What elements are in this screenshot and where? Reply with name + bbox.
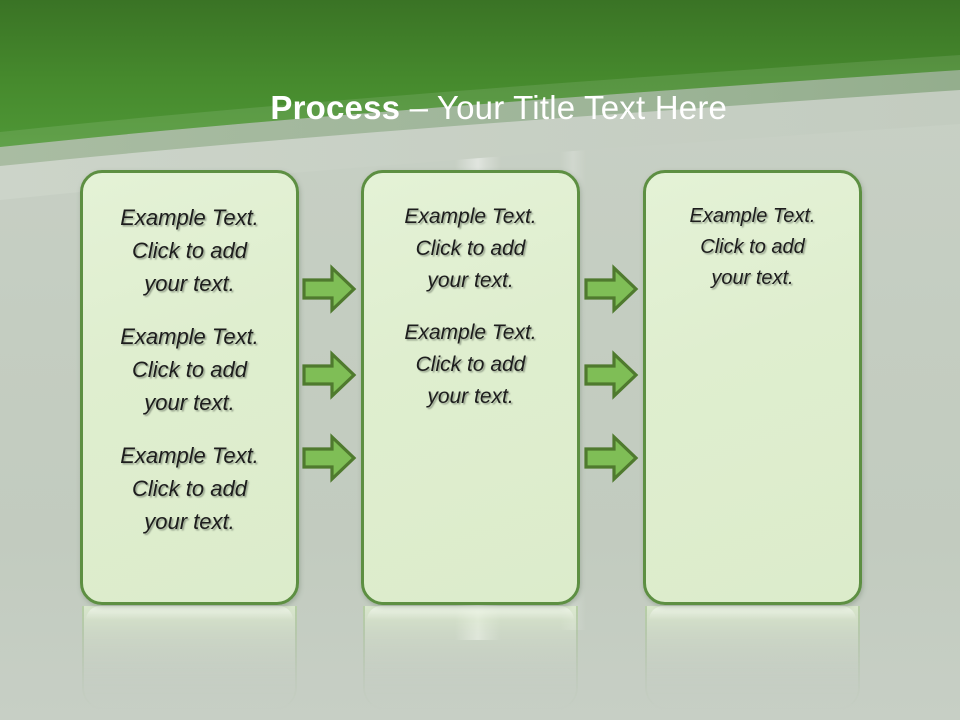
process-box-3-text-1[interactable]: Example Text. Click to add your text.: [689, 205, 816, 289]
process-box-1-content: Example Text. Click to add your text. Ex…: [83, 201, 296, 538]
header-mid-band: [0, 69, 960, 166]
box-1-reflection: [82, 606, 297, 710]
box-2-reflection-glow: [367, 606, 574, 620]
process-arrow-2[interactable]: [301, 349, 357, 401]
box-1-reflection-glow: [86, 606, 293, 620]
process-box-1[interactable]: Example Text. Click to add your text. Ex…: [80, 170, 299, 605]
process-box-1-text-3[interactable]: Example Text. Click to add your text.: [120, 443, 259, 534]
process-arrow-1[interactable]: [301, 263, 357, 315]
process-arrow-4[interactable]: [583, 263, 639, 315]
process-arrow-3[interactable]: [301, 432, 357, 484]
page-title-bold: Process: [270, 89, 401, 126]
process-box-2[interactable]: Example Text. Click to add your text. Ex…: [361, 170, 580, 605]
box-3-reflection: [645, 606, 860, 710]
process-box-3-content: Example Text. Click to add your text.: [646, 201, 859, 294]
process-box-3[interactable]: Example Text. Click to add your text.: [643, 170, 862, 605]
page-title: Process – Your Title Text Here: [0, 48, 960, 168]
process-box-1-text-1[interactable]: Example Text. Click to add your text.: [120, 205, 259, 296]
process-arrow-5[interactable]: [583, 349, 639, 401]
page-title-rest: – Your Title Text Here: [400, 89, 728, 126]
process-box-2-content: Example Text. Click to add your text. Ex…: [364, 201, 577, 413]
box-3-reflection-glow: [649, 606, 856, 620]
process-arrow-6[interactable]: [583, 432, 639, 484]
header-green-shape: [0, 0, 960, 147]
process-box-2-text-1[interactable]: Example Text. Click to add your text.: [404, 205, 537, 292]
header-highlight: [0, 55, 960, 147]
box-2-reflection: [363, 606, 578, 710]
process-box-2-text-2[interactable]: Example Text. Click to add your text.: [404, 321, 537, 408]
process-box-1-text-2[interactable]: Example Text. Click to add your text.: [120, 324, 259, 415]
